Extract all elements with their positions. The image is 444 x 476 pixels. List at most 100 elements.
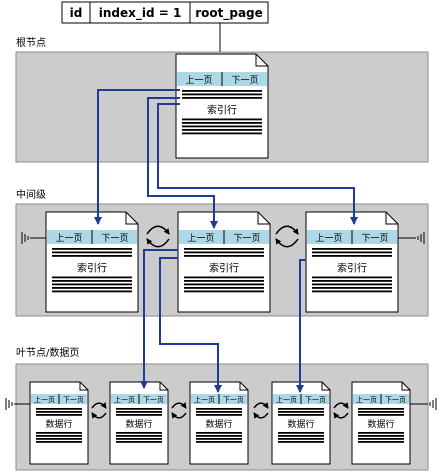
sibling-arrows-leaf-1-2-forward <box>91 402 107 409</box>
pointer-root-to-intermediate-2 <box>147 97 218 229</box>
leaf-page-4-prev-label: 上一页 <box>276 395 297 404</box>
sibling-arrows-leaf-4-5-forward <box>333 402 349 409</box>
ground-icon-left-leaf <box>5 398 13 410</box>
leaf-page-3-line-top-1 <box>196 411 242 413</box>
leaf-page-5-line-top-1 <box>358 411 404 413</box>
leaf-page-3-prev-label: 上一页 <box>194 395 215 404</box>
intermediate-page-2-line-top-2 <box>184 255 264 257</box>
leaf-page-2-line-bottom-3 <box>116 441 162 443</box>
leaf-page-4-line-bottom-3 <box>278 441 324 443</box>
leaf-page-4-line-top-0 <box>278 408 324 410</box>
intermediate-page-2-prev-label: 上一页 <box>187 233 214 244</box>
root-page-line-bottom-3 <box>182 129 262 131</box>
pointer-root-to-intermediate-3 <box>157 103 358 225</box>
leaf-page-4-line-top-2 <box>278 414 324 416</box>
leaf-page-2: 上一页下一页数据行 <box>109 381 169 465</box>
leaf-page-3-next-label: 下一页 <box>223 396 244 404</box>
sibling-arrows-leaf-1-2-backward <box>91 412 107 419</box>
root-page-line-bottom-4 <box>182 132 262 135</box>
leaf-page-4-caption: 数据行 <box>287 418 314 430</box>
sibling-arrows-intermediate-1-2-forward <box>146 225 170 235</box>
leaf-page-1-prev-label: 上一页 <box>34 395 55 404</box>
leaf-page-4: 上一页下一页数据行 <box>271 381 331 465</box>
leaf-page-3-caption: 数据行 <box>205 418 232 430</box>
intermediate-page-3-line-bottom-3 <box>312 287 392 289</box>
leaf-page-1-line-bottom-2 <box>36 438 82 440</box>
root-page-line-bottom-2 <box>182 125 262 128</box>
root-page: 上一页下一页索引行 <box>175 53 269 159</box>
root-page-fold <box>255 54 268 67</box>
root-page-line-bottom-1 <box>182 122 262 124</box>
leaf-page-5-line-top-0 <box>358 408 404 410</box>
leaf-page-2-line-bottom-2 <box>116 438 162 440</box>
root-page-caption: 索引行 <box>207 104 237 117</box>
leaf-page-3-line-bottom-0 <box>196 432 242 434</box>
intermediate-page-1-sheet <box>45 211 139 313</box>
intermediate-page-2-line-top-1 <box>184 251 264 254</box>
leaf-page-3-fold <box>239 382 248 391</box>
intermediate-page-3-prev-label: 上一页 <box>315 233 342 244</box>
intermediate-page-1-line-top-1 <box>52 251 132 254</box>
leaf-page-5-prev-label: 上一页 <box>356 395 377 404</box>
sibling-arrows-leaf-4-5-backward <box>333 412 349 419</box>
intermediate-page-3-line-bottom-2 <box>312 283 392 286</box>
intermediate-page-2: 上一页下一页索引行 <box>177 211 271 313</box>
leaf-page-2-prev-label: 上一页 <box>114 395 135 404</box>
intermediate-page-1-line-bottom-2 <box>52 283 132 286</box>
leaf-page-3-line-bottom-3 <box>196 441 242 443</box>
leaf-page-3-line-bottom-2 <box>196 438 242 440</box>
level-label-intermediate: 中间级 <box>16 188 46 201</box>
leaf-page-4-line-bottom-0 <box>278 432 324 434</box>
intermediate-page-1-line-bottom-0 <box>52 276 132 279</box>
leaf-page-5-caption: 数据行 <box>367 418 394 430</box>
root-page-line-top-1 <box>182 93 262 96</box>
intermediate-page-3-line-bottom-4 <box>312 290 392 293</box>
intermediate-page-2-line-bottom-3 <box>184 287 264 289</box>
intermediate-page-1: 上一页下一页索引行 <box>45 211 139 313</box>
table-cell-root-page: root_page <box>195 6 263 21</box>
intermediate-page-1-prev-label: 上一页 <box>55 233 82 244</box>
sibling-arrows-leaf-3-4-forward <box>253 402 269 409</box>
leaf-page-2-line-bottom-1 <box>116 435 162 437</box>
sibling-arrows-intermediate-2-3-backward <box>275 238 299 248</box>
intermediate-page-3-line-top-0 <box>312 248 392 250</box>
leaf-page-1-next-label: 下一页 <box>63 396 84 404</box>
leaf-page-5: 上一页下一页数据行 <box>351 381 411 465</box>
leaf-page-5-line-bottom-0 <box>358 432 404 434</box>
intermediate-page-3-sheet <box>305 211 399 313</box>
intermediate-page-1-next-label: 下一页 <box>101 233 128 244</box>
leaf-page-3: 上一页下一页数据行 <box>189 381 249 465</box>
level-label-leaf: 叶节点/数据页 <box>16 346 79 359</box>
leaf-page-5-line-top-2 <box>358 414 404 416</box>
intermediate-page-3-fold <box>385 212 398 225</box>
sibling-arrows-intermediate-1-2-backward <box>146 238 170 248</box>
leaf-page-1-caption: 数据行 <box>45 418 72 430</box>
pointer-root-to-intermediate-1 <box>94 89 180 225</box>
leaf-page-4-line-bottom-2 <box>278 438 324 440</box>
leaf-page-2-line-bottom-0 <box>116 432 162 434</box>
sibling-arrows-leaf-2-3-forward <box>171 402 187 409</box>
intermediate-page-1-line-bottom-1 <box>52 280 132 282</box>
leaf-page-5-fold <box>401 382 410 391</box>
leaf-page-2-next-label: 下一页 <box>143 396 164 404</box>
root-page-next-label: 下一页 <box>231 75 258 86</box>
leaf-page-1: 上一页下一页数据行 <box>29 381 89 465</box>
sibling-arrows-leaf-2-3-backward <box>171 412 187 419</box>
leaf-page-1-line-top-1 <box>36 411 82 413</box>
intermediate-page-1-line-bottom-3 <box>52 287 132 289</box>
level-label-root: 根节点 <box>16 36 46 49</box>
root-page-line-bottom-0 <box>182 118 262 121</box>
leaf-page-1-fold <box>79 382 88 391</box>
leaf-page-3-line-bottom-1 <box>196 435 242 437</box>
leaf-page-1-line-bottom-1 <box>36 435 82 437</box>
intermediate-page-1-line-top-0 <box>52 248 132 250</box>
leaf-page-4-fold <box>321 382 330 391</box>
intermediate-page-1-line-bottom-4 <box>52 290 132 293</box>
root-pointer-table: id index_id = 1 root_page <box>61 1 269 24</box>
pointer-intermediate-3-to-leaf-4 <box>296 259 306 393</box>
leaf-page-1-line-bottom-3 <box>36 441 82 443</box>
intermediate-page-3-line-bottom-1 <box>312 280 392 282</box>
intermediate-page-1-line-top-2 <box>52 255 132 257</box>
intermediate-page-3: 上一页下一页索引行 <box>305 211 399 313</box>
